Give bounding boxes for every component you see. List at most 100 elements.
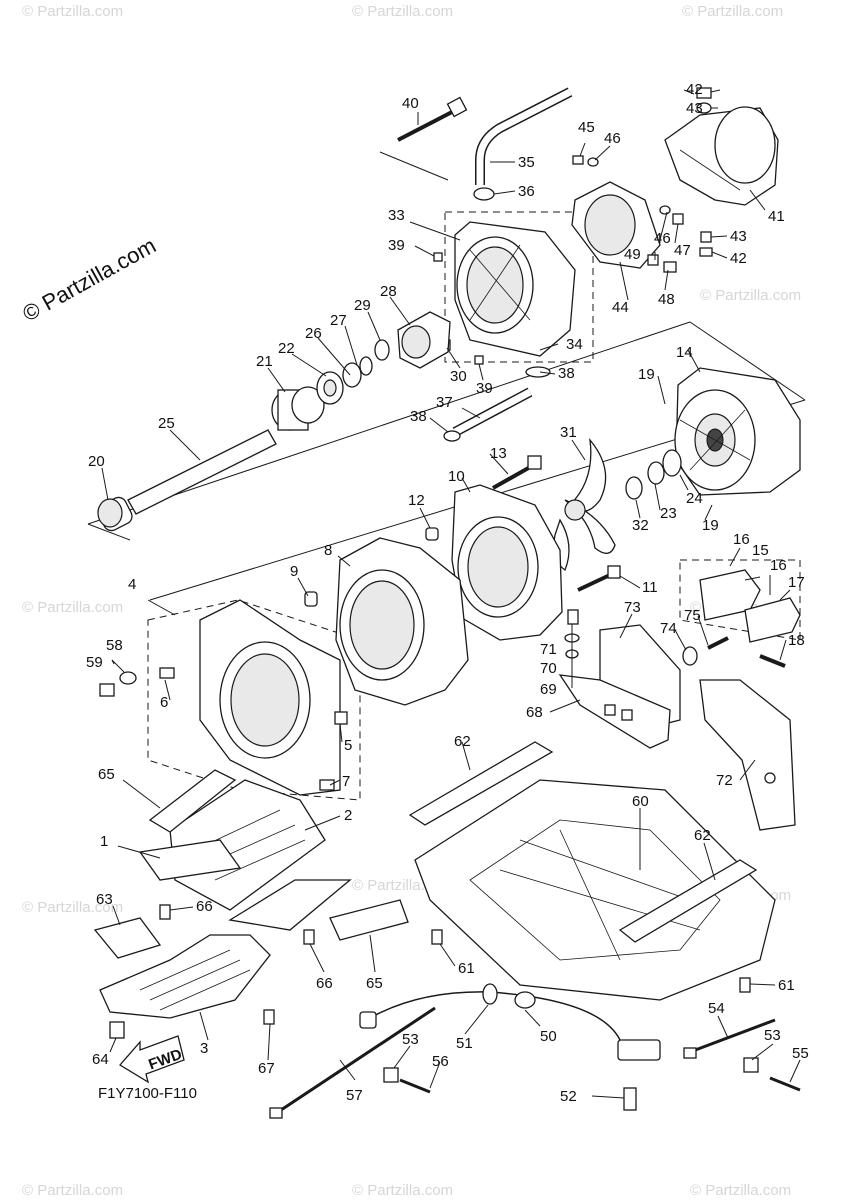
label-65a: 65 <box>98 766 115 783</box>
duct-10 <box>451 484 563 641</box>
label-2: 2 <box>344 807 352 824</box>
label-19b: 19 <box>702 517 719 534</box>
bracket-68 <box>558 674 671 749</box>
label-62a: 62 <box>454 733 471 750</box>
fasteners-74-75 <box>682 636 729 666</box>
intake-housing-4 <box>199 599 341 796</box>
label-34: 34 <box>566 336 583 353</box>
watermark: © Partzilla.com <box>352 3 453 20</box>
label-54: 54 <box>708 1000 725 1017</box>
label-19a: 19 <box>638 366 655 383</box>
bolt-40 <box>397 96 468 142</box>
studs-5-6-7-58-59 <box>99 667 348 791</box>
label-24: 24 <box>686 490 703 507</box>
clamp-36 <box>473 187 495 201</box>
label-43b: 43 <box>730 228 747 245</box>
label-73: 73 <box>624 599 641 616</box>
impeller-31 <box>553 437 616 571</box>
label-18: 18 <box>788 632 805 649</box>
bracket-65-right <box>228 879 409 941</box>
label-36: 36 <box>518 183 535 200</box>
ride-plate-60 <box>414 779 776 1001</box>
rail-62-top <box>408 741 554 826</box>
label-56: 56 <box>432 1053 449 1070</box>
label-9: 9 <box>290 563 298 580</box>
bearings-22-26-27 <box>316 356 373 405</box>
label-67: 67 <box>258 1060 275 1077</box>
watermark: © Partzilla.com <box>22 1182 123 1199</box>
bolts-61-66-67-64 <box>109 904 751 1039</box>
label-55: 55 <box>792 1045 809 1062</box>
label-53b: 53 <box>764 1027 781 1044</box>
intake-grate-3-63 <box>93 917 271 1019</box>
housing-28 <box>397 311 451 369</box>
label-16b: 16 <box>770 557 787 574</box>
label-16a: 16 <box>733 531 750 548</box>
bolt-13 <box>492 455 542 490</box>
deflector-44 <box>571 181 661 269</box>
collar-21 <box>271 386 325 431</box>
label-61a: 61 <box>458 960 475 977</box>
label-60: 60 <box>632 793 649 810</box>
label-27: 27 <box>330 312 347 329</box>
label-6: 6 <box>160 694 168 711</box>
label-15: 15 <box>752 542 769 559</box>
label-37: 37 <box>436 394 453 411</box>
bracket-1-65 <box>138 769 242 881</box>
watermark: © Partzilla.com <box>690 1182 791 1199</box>
label-11: 11 <box>642 579 658 596</box>
label-75: 75 <box>684 607 701 624</box>
label-28: 28 <box>380 283 397 300</box>
label-66b: 66 <box>316 975 333 992</box>
label-1: 1 <box>100 833 108 850</box>
label-59: 59 <box>86 654 103 671</box>
label-53a: 53 <box>402 1031 419 1048</box>
label-57: 57 <box>346 1087 363 1104</box>
label-48: 48 <box>658 291 675 308</box>
label-69: 69 <box>540 681 557 698</box>
hose-35 <box>475 87 573 185</box>
label-20: 20 <box>88 453 105 470</box>
label-17: 17 <box>788 574 805 591</box>
label-72: 72 <box>716 772 733 789</box>
label-26: 26 <box>305 325 322 342</box>
label-7: 7 <box>342 773 350 790</box>
label-46a: 46 <box>604 130 621 147</box>
leader-lines <box>101 89 801 1099</box>
plate-72 <box>699 679 796 831</box>
valve-assembly-15-17 <box>699 569 801 668</box>
label-41: 41 <box>768 208 785 225</box>
label-21: 21 <box>256 353 273 370</box>
watermark: © Partzilla.com <box>352 1182 453 1199</box>
label-38b: 38 <box>558 365 575 382</box>
label-12: 12 <box>408 492 425 509</box>
label-62b: 62 <box>694 827 711 844</box>
reverse-gate-41 <box>664 106 779 206</box>
label-25: 25 <box>158 415 175 432</box>
label-63: 63 <box>96 891 113 908</box>
label-58: 58 <box>106 637 123 654</box>
cable-50 <box>359 983 661 1061</box>
label-50: 50 <box>540 1028 557 1045</box>
label-44: 44 <box>612 299 629 316</box>
clip-53-56-55 <box>383 1057 801 1111</box>
label-74: 74 <box>660 620 677 637</box>
label-65b: 65 <box>366 975 383 992</box>
duct-8 <box>335 537 469 706</box>
rail-62-right <box>618 859 758 943</box>
label-42b: 42 <box>730 250 747 267</box>
label-45: 45 <box>578 119 595 136</box>
label-33: 33 <box>388 207 405 224</box>
cable-ties-54-57 <box>269 1006 776 1119</box>
label-51: 51 <box>456 1035 473 1052</box>
label-4: 4 <box>128 576 136 593</box>
label-23: 23 <box>660 505 677 522</box>
label-52: 52 <box>560 1088 577 1105</box>
label-13: 13 <box>490 445 507 462</box>
label-42a: 42 <box>686 81 703 98</box>
hose-37 <box>443 387 533 442</box>
label-32: 32 <box>632 517 649 534</box>
label-68: 68 <box>526 704 543 721</box>
